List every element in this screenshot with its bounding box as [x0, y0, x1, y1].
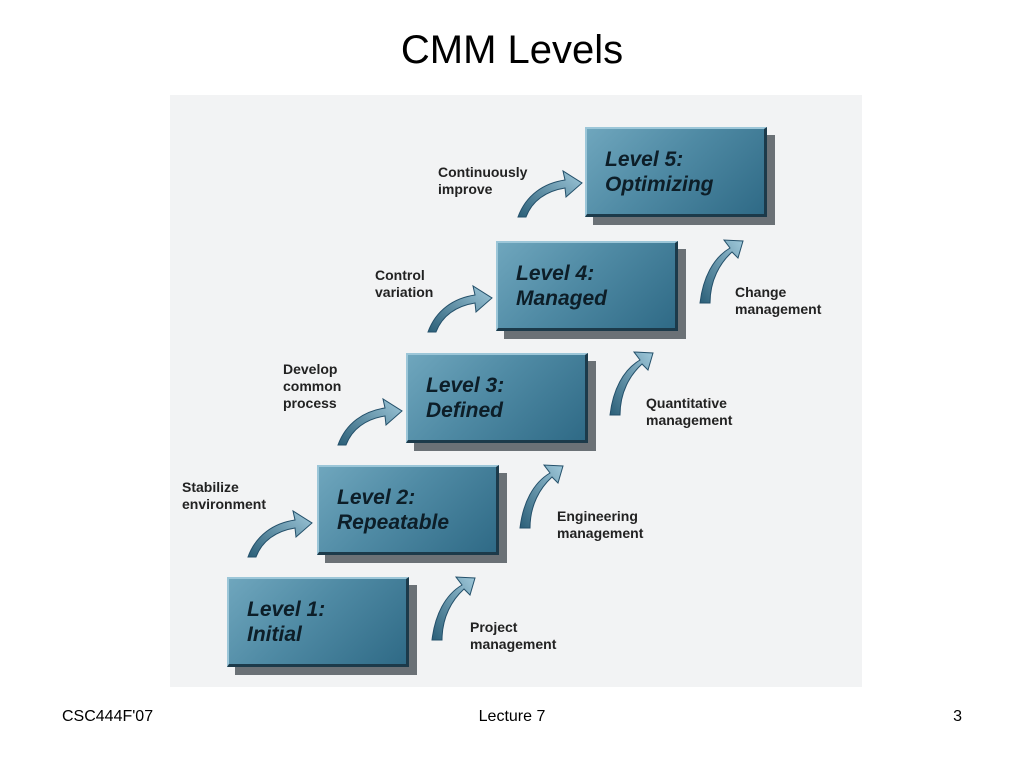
- footer-lecture: Lecture 7: [478, 708, 546, 725]
- level-3-name: Defined: [426, 399, 504, 422]
- label-change-management: Change management: [735, 284, 822, 317]
- level-3-number: Level 3:: [426, 374, 505, 397]
- label-engineering-management: Engineering management: [557, 508, 644, 541]
- label-control-variation: Control variation: [375, 267, 434, 300]
- level-2-name: Repeatable: [337, 511, 450, 534]
- level-5-number: Level 5:: [605, 148, 684, 171]
- level-1-box: Level 1: Initial: [227, 577, 409, 667]
- level-2-number: Level 2:: [337, 486, 416, 509]
- right-arrow-icon: [609, 351, 654, 416]
- label-project-management: Project management: [470, 619, 557, 652]
- level-3-box: Level 3: Defined: [406, 353, 588, 443]
- cmm-levels-diagram: Level 1: Initial Level 2: Repeatable Lev…: [170, 95, 862, 687]
- label-continuously-improve: Continuously improve: [438, 164, 528, 197]
- footer-course: CSC444F'07: [62, 708, 154, 725]
- left-arrow-icon: [517, 169, 583, 218]
- level-4-name: Managed: [516, 287, 608, 310]
- left-arrow-icon: [247, 509, 313, 558]
- arrow-icon: [247, 169, 744, 641]
- level-1-number: Level 1:: [247, 598, 326, 621]
- level-5-name: Optimizing: [605, 173, 714, 196]
- footer-page-number: 3: [953, 708, 962, 725]
- left-arrow-icon: [427, 284, 493, 333]
- right-arrow-icon: [431, 576, 476, 641]
- label-quantitative-management: Quantitative management: [646, 395, 733, 428]
- right-arrow-icon: [519, 464, 564, 529]
- level-5-box: Level 5: Optimizing: [585, 127, 767, 217]
- slide-title: CMM Levels: [400, 28, 624, 72]
- label-stabilize-environment: Stabilize environment: [182, 479, 267, 512]
- level-4-box: Level 4: Managed: [496, 241, 678, 331]
- left-arrow-icon: [337, 397, 403, 446]
- level-1-name: Initial: [247, 623, 302, 646]
- label-develop-common-process: Develop common process: [283, 361, 342, 411]
- right-arrow-icon: [699, 239, 744, 304]
- level-2-box: Level 2: Repeatable: [317, 465, 499, 555]
- level-4-number: Level 4:: [516, 262, 595, 285]
